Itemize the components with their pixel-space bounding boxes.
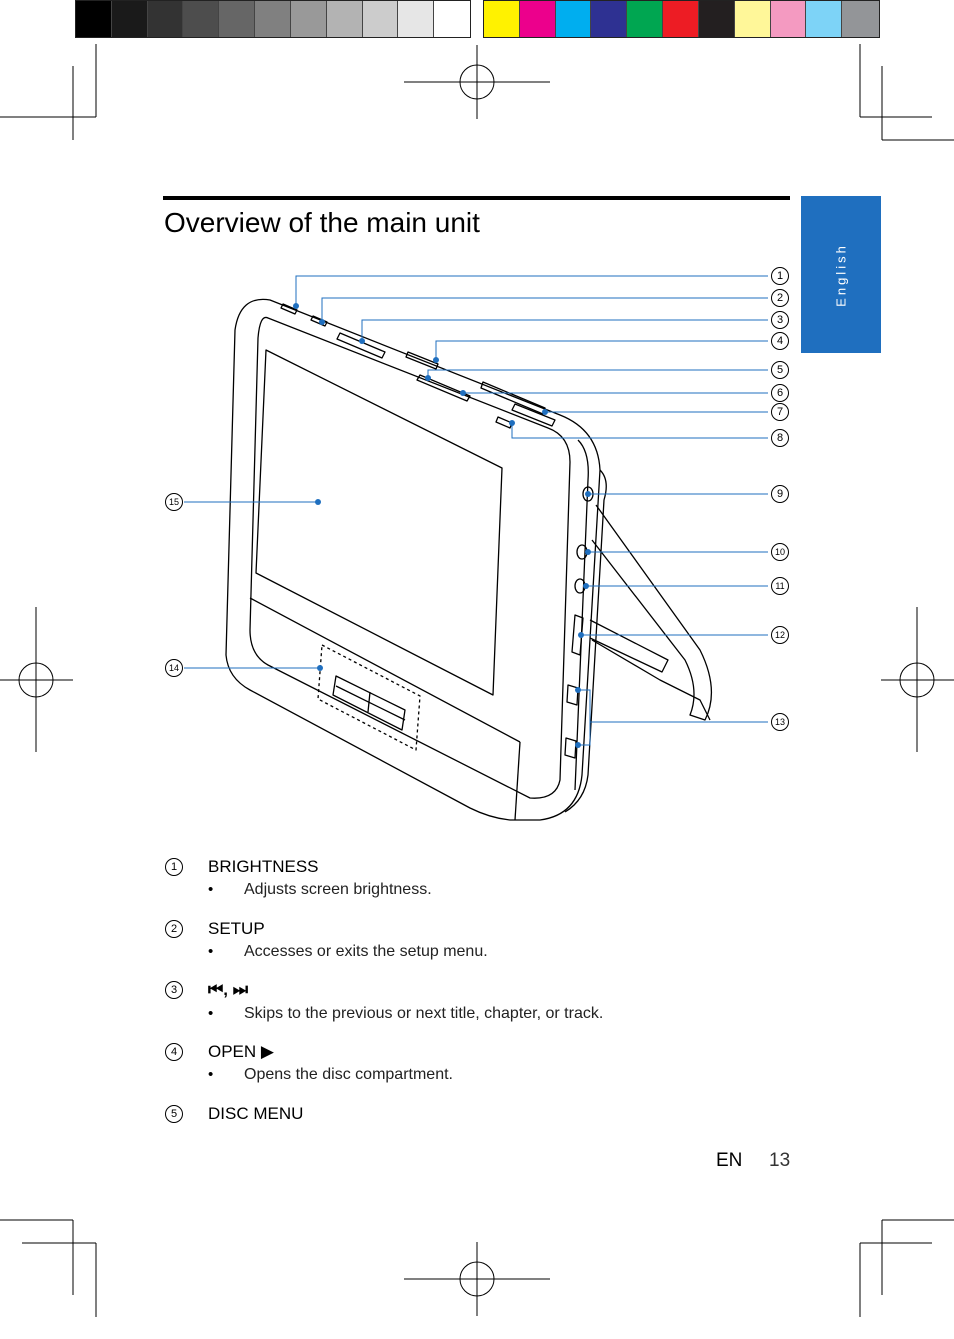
callout-number: 14: [165, 659, 183, 677]
language-tab-label: English: [833, 242, 849, 307]
item-description: Skips to the previous or next title, cha…: [244, 1005, 604, 1022]
gray-swatch: [398, 1, 435, 37]
gray-swatch: [219, 1, 256, 37]
callout-number: 3: [771, 311, 789, 329]
language-tab: English: [801, 196, 881, 353]
item-description: Adjusts screen brightness.: [244, 881, 432, 898]
callout-number: 13: [771, 713, 789, 731]
callout-number: 2: [771, 289, 789, 307]
callout-number: 4: [771, 332, 789, 350]
gray-swatch: [290, 1, 327, 37]
item-label: SETUP: [208, 919, 265, 938]
bullet: •: [208, 1066, 214, 1083]
page-number: 13: [769, 1150, 791, 1171]
gray-swatch: [362, 1, 399, 37]
item-number: 3: [165, 981, 183, 999]
item-label: OPEN ▶: [208, 1042, 274, 1061]
color-swatch: [555, 1, 592, 37]
device-illustration: [184, 275, 768, 821]
grayscale-bar: [75, 0, 471, 38]
page-title: Overview of the main unit: [164, 207, 480, 238]
color-swatch: [663, 1, 699, 37]
footer-language: EN: [716, 1150, 743, 1171]
color-swatch: [734, 1, 771, 37]
color-swatch: [806, 1, 843, 37]
color-bar: [483, 0, 880, 38]
color-swatch: [698, 1, 735, 37]
item-label: ⏮, ⏭: [208, 980, 249, 999]
callout-number: 11: [771, 577, 789, 595]
item-number: 2: [165, 920, 183, 938]
callout-number: 7: [771, 403, 789, 421]
gray-swatch: [147, 1, 184, 37]
callout-number: 9: [771, 485, 789, 503]
item-number: 5: [165, 1105, 183, 1123]
callout-number: 8: [771, 429, 789, 447]
gray-swatch: [76, 1, 112, 37]
item-number: 1: [165, 858, 183, 876]
callout-number: 5: [771, 361, 789, 379]
item-number: 4: [165, 1043, 183, 1061]
item-description: Accesses or exits the setup menu.: [244, 943, 488, 960]
bullet: •: [208, 881, 214, 898]
callout-number: 10: [771, 543, 789, 561]
bullet: •: [208, 1005, 214, 1022]
color-swatch: [591, 1, 628, 37]
bullet: •: [208, 943, 214, 960]
color-swatch: [627, 1, 664, 37]
callout-number: 12: [771, 626, 789, 644]
gray-swatch: [255, 1, 291, 37]
color-swatch: [519, 1, 556, 37]
callout-number: 6: [771, 384, 789, 402]
gray-swatch: [183, 1, 220, 37]
color-swatch: [484, 1, 520, 37]
item-label: BRIGHTNESS: [208, 857, 319, 876]
item-label: DISC MENU: [208, 1104, 304, 1123]
gray-swatch: [111, 1, 148, 37]
color-swatch: [770, 1, 807, 37]
gray-swatch: [326, 1, 363, 37]
callout-number: 15: [165, 493, 183, 511]
callout-number: 1: [771, 267, 789, 285]
title-rule: [163, 196, 790, 200]
item-description: Opens the disc compartment.: [244, 1066, 453, 1083]
gray-swatch: [434, 1, 470, 37]
color-swatch: [842, 1, 879, 37]
